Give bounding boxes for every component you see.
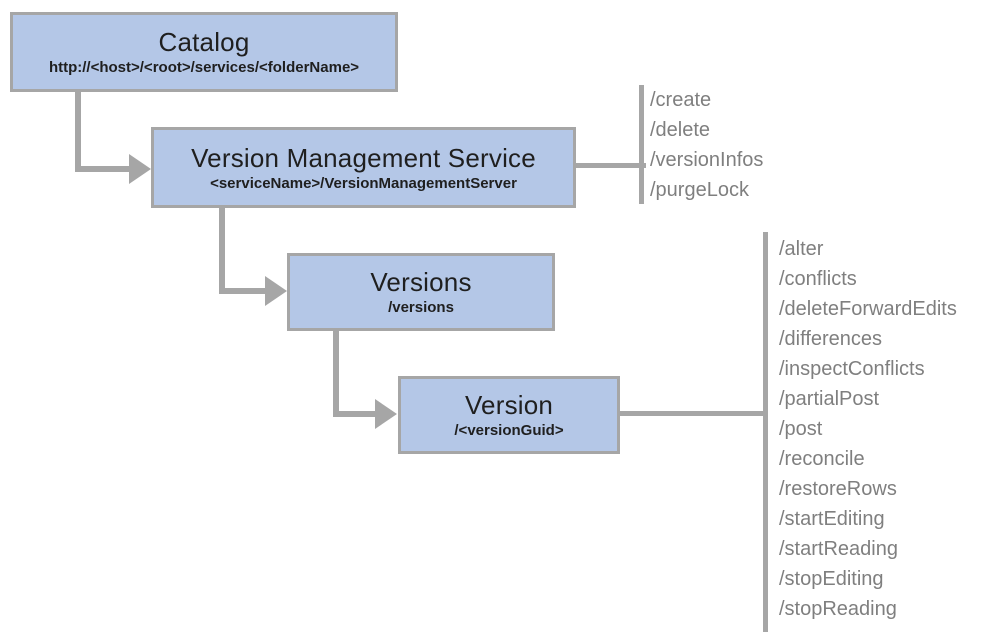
version-operation-item: /partialPost — [779, 388, 880, 410]
vms-operation-item: /purgeLock — [650, 179, 749, 201]
connector-vms-to-versions-vertical — [219, 207, 225, 291]
version-operation-item: /startEditing — [779, 508, 885, 530]
versions-node-title: Versions — [370, 267, 472, 297]
catalog-node-url: http://<host>/<root>/services/<folderNam… — [48, 59, 360, 76]
version-operation-item: /startReading — [779, 538, 898, 560]
catalog-node: Catalog http://<host>/<root>/services/<f… — [10, 12, 398, 92]
connector-version-to-operations — [619, 411, 768, 416]
version-node-url: /<versionGuid> — [454, 422, 564, 439]
arrowhead-icon — [129, 154, 151, 184]
connector-versions-to-version-horizontal — [333, 411, 377, 417]
version-operations-bracket-bar — [763, 232, 768, 632]
versions-node: Versions /versions — [287, 253, 555, 331]
vms-operation-item: /delete — [650, 119, 711, 141]
vms-operation-item: /versionInfos — [650, 149, 764, 171]
connector-catalog-to-vms-horizontal — [75, 166, 130, 172]
version-node: Version /<versionGuid> — [398, 376, 620, 454]
versions-node-url: /versions — [388, 299, 454, 316]
connector-catalog-to-vms-vertical — [75, 92, 81, 170]
arrowhead-icon — [375, 399, 397, 429]
arrowhead-icon — [265, 276, 287, 306]
version-management-service-node-title: Version Management Service — [191, 142, 536, 173]
version-operation-item: /post — [779, 418, 823, 440]
vms-operation-item: /create — [650, 89, 712, 111]
vms-operations-list: /create/delete/versionInfos/purgeLock — [650, 85, 763, 205]
connector-versions-to-version-vertical — [333, 330, 339, 414]
catalog-node-title: Catalog — [158, 27, 250, 57]
version-operation-item: /deleteForwardEdits — [779, 298, 957, 320]
version-management-service-node: Version Management Service <serviceName>… — [151, 127, 576, 208]
vms-operations-bracket-bar — [639, 85, 644, 204]
version-management-service-node-url: <serviceName>/VersionManagementServer — [210, 174, 517, 192]
version-operation-item: /conflicts — [779, 268, 857, 290]
connector-vms-to-operations — [575, 163, 646, 168]
version-operation-item: /reconcile — [779, 448, 865, 470]
connector-vms-to-versions-horizontal — [219, 288, 267, 294]
version-operation-item: /stopEditing — [779, 568, 884, 590]
version-operation-item: /restoreRows — [779, 478, 897, 500]
version-node-title: Version — [464, 390, 554, 420]
version-operation-item: /inspectConflicts — [779, 358, 925, 380]
version-operations-list: /alter/conflicts/deleteForwardEdits/diff… — [779, 234, 957, 624]
version-operation-item: /differences — [779, 328, 883, 350]
version-operation-item: /alter — [779, 238, 824, 260]
version-operation-item: /stopReading — [779, 598, 897, 620]
